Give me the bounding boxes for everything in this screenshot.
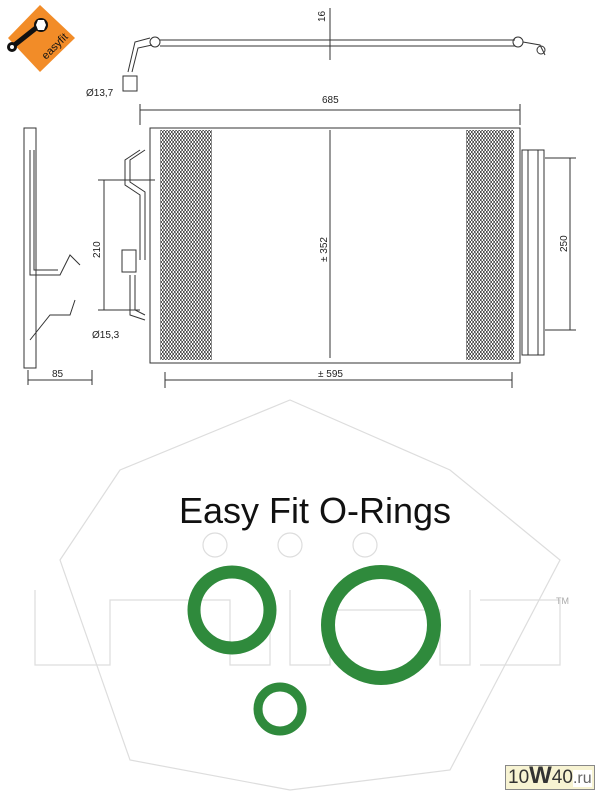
trademark: TM (556, 596, 569, 606)
site-suffix: .ru (572, 770, 592, 787)
dim-pipe-diameter-top: Ø13,7 (86, 88, 114, 99)
dim-pipe-height: 16 (317, 10, 328, 22)
dim-pipe-diameter-side: Ø15,3 (92, 330, 120, 341)
site-mid: 40 (551, 767, 573, 788)
dim-core-width: ± 595 (318, 369, 343, 380)
o-ring-medium (187, 565, 277, 655)
fin-block-right (466, 130, 514, 360)
top-pipe-view (122, 8, 546, 92)
dim-total-width: 685 (322, 95, 339, 106)
nrf-watermark (34, 399, 561, 791)
front-view (98, 104, 576, 388)
o-ring-small (253, 682, 307, 736)
site-watermark: 10W40.ru (505, 762, 595, 790)
site-w: W (529, 762, 552, 789)
side-view (23, 127, 93, 385)
dim-left-height: 210 (92, 241, 103, 258)
dim-core-height: ± 352 (319, 237, 330, 262)
easyfit-logo: easyfit (7, 5, 75, 72)
dim-drier-height: 250 (559, 235, 570, 252)
caption: Easy Fit O-Rings (178, 490, 452, 531)
dim-depth: 85 (52, 369, 64, 380)
o-rings (187, 565, 441, 736)
o-ring-large (321, 565, 441, 685)
fin-block-left (160, 130, 212, 360)
site-prefix: 10 (508, 767, 530, 788)
